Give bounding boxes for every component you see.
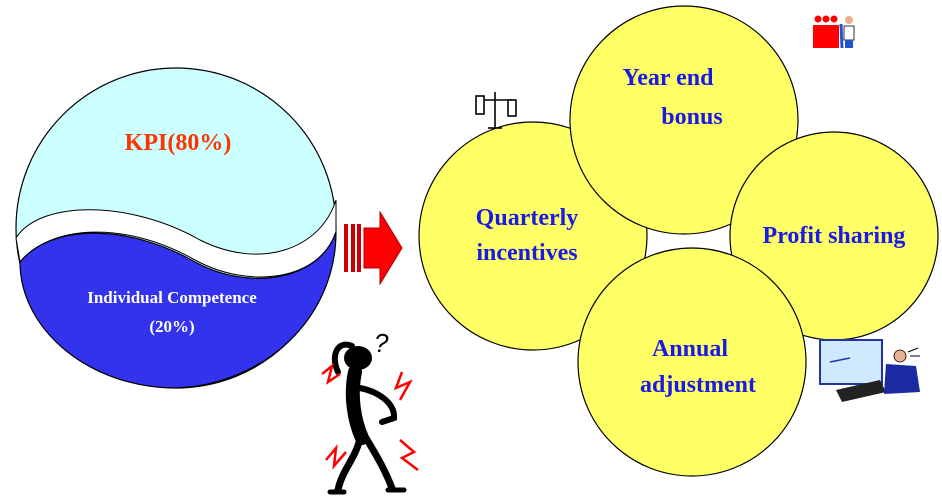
computer-user-icon: [819, 339, 920, 402]
people-icon: [813, 15, 855, 49]
kpi-label: KPI(80%): [125, 130, 232, 156]
quarterly-label-line2: incentives: [476, 240, 577, 266]
scale-icon: [475, 92, 517, 129]
annual-adjustment-circle: [577, 247, 807, 477]
split-circle: KPI(80%) Individual Competence (20%): [15, 67, 337, 389]
profit-sharing-label: Profit sharing: [763, 223, 906, 249]
quarterly-label-line1: Quarterly: [476, 205, 579, 231]
question-mark: ?: [374, 328, 389, 358]
individual-competence-label: Individual Competence: [87, 288, 257, 307]
annual-label-line2: adjustment: [640, 372, 756, 398]
red-arrow-icon: [344, 210, 403, 286]
confused-person-icon: ?: [321, 328, 419, 495]
year-end-label-line2: bonus: [661, 104, 722, 130]
incentive-circles: Quarterly incentives Year end bonus Prof…: [418, 5, 939, 477]
individual-competence-percent: (20%): [149, 317, 194, 336]
year-end-bonus-circle: [569, 5, 799, 235]
individual-competence-segment: [19, 231, 337, 389]
year-end-label-line1: Year end: [623, 65, 715, 91]
annual-label-line1: Annual: [652, 336, 728, 362]
